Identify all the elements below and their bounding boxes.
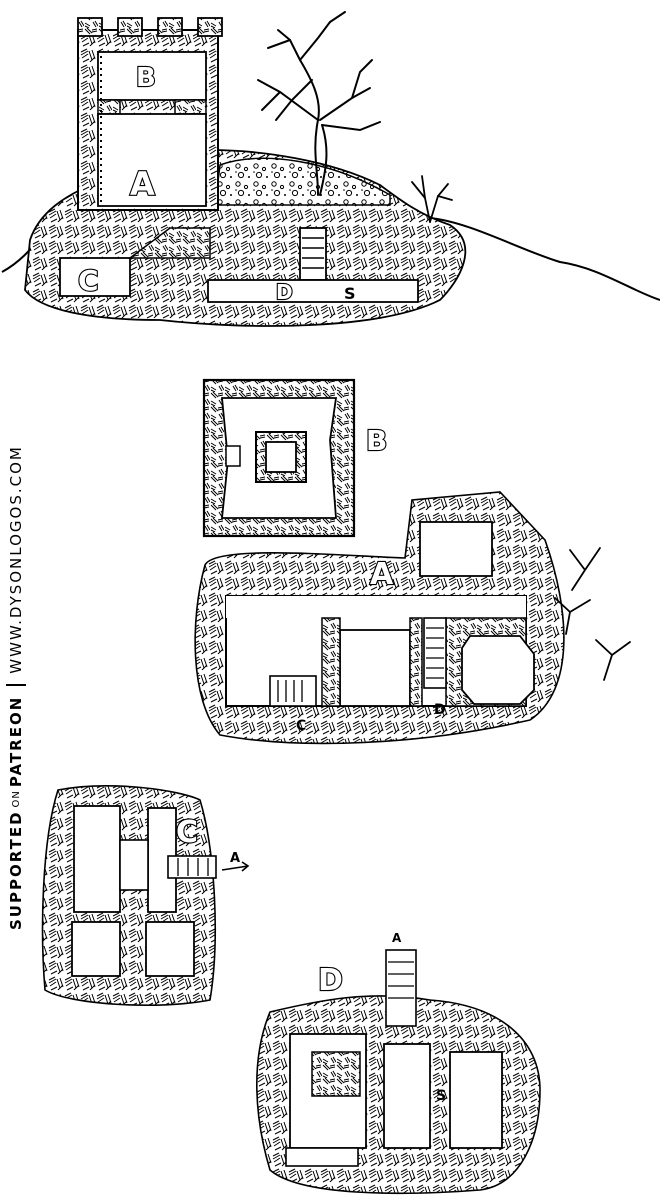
level-a-stair <box>423 617 447 689</box>
level-a: A C D <box>194 491 631 745</box>
side-label-a: A <box>130 165 155 203</box>
tower-level-a <box>97 113 207 207</box>
stair-tag-to-d: D <box>434 702 446 718</box>
level-d-shaft <box>385 949 417 1027</box>
secret-door: S <box>436 1088 446 1104</box>
level-c-corridor <box>119 839 149 891</box>
patreon-text: PATREON <box>7 695 25 788</box>
level-c-lower-room <box>145 921 195 977</box>
arrow-icon <box>221 861 250 872</box>
dead-tree-icon <box>257 11 381 196</box>
side-stair-slope <box>127 227 211 259</box>
stairs-icon <box>426 627 444 679</box>
level-d-room <box>383 1043 431 1149</box>
level-a-room <box>339 629 411 707</box>
level-d-room <box>449 1051 503 1149</box>
level-c-upper-room <box>73 805 121 913</box>
level-d-room <box>285 1147 359 1167</box>
tower-crenellations <box>77 17 223 37</box>
dead-bush-icon <box>411 175 453 223</box>
tower-floor <box>174 99 207 115</box>
level-c-label: C <box>176 815 198 850</box>
stair-tag-to-a: A <box>230 851 240 866</box>
side-label-d: D <box>276 280 293 304</box>
side-label-b: B <box>136 63 156 93</box>
level-c-stair <box>167 855 217 879</box>
level-a-north-room <box>419 521 493 577</box>
side-label-c: C <box>78 264 99 297</box>
side-shaft <box>299 227 327 281</box>
level-a-label: A <box>370 557 394 592</box>
trapdoor-icon <box>225 445 241 467</box>
side-chamber-c <box>59 257 131 297</box>
tower-level-b <box>97 51 207 101</box>
level-d-inner <box>311 1051 361 1097</box>
dead-tree-icon <box>554 547 631 681</box>
stairs-icon <box>177 858 209 876</box>
level-a-block <box>321 617 341 707</box>
level-a-corridor <box>226 596 526 618</box>
level-c: C A <box>41 785 250 1007</box>
stairs-icon <box>302 237 324 269</box>
level-a-block <box>409 617 423 707</box>
side-view: B A C D S <box>1 11 660 327</box>
level-c-lower-room <box>71 921 121 977</box>
site-url[interactable]: WWW.DYSONLOGOS.COM <box>7 445 25 674</box>
side-secret-door: S <box>344 284 356 303</box>
sidebar-divider <box>6 683 26 686</box>
stairs-icon <box>277 680 303 702</box>
side-corridor-d <box>207 279 419 303</box>
level-d: D A S <box>256 931 541 1195</box>
level-b: B <box>202 378 388 538</box>
stairs-icon <box>388 961 414 999</box>
level-a-east-room <box>461 635 535 705</box>
level-d-label: D <box>318 963 343 998</box>
stair-tag-to-c: C <box>296 718 306 734</box>
rubble-mound <box>214 157 391 206</box>
level-b-label: B <box>366 424 387 457</box>
supported-text: SUPPORTED <box>7 810 25 930</box>
stair-tag-up-a: A <box>392 931 402 945</box>
on-text: ON <box>10 790 22 808</box>
level-a-stair-c <box>269 675 317 707</box>
